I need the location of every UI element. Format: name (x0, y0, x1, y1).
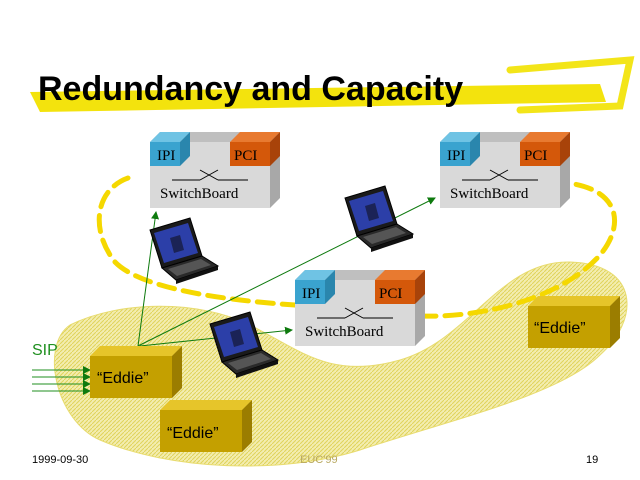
title-highlight-stroke (506, 56, 635, 114)
eddie-label: “Eddie” (534, 320, 586, 337)
laptop-icon (149, 217, 219, 285)
pci-block (520, 132, 570, 142)
footer-center: EUC'99 (300, 454, 338, 466)
switchboard-name: SwitchBoard (450, 186, 529, 202)
page-number: 19 (586, 454, 598, 466)
ipi-label: IPI (157, 148, 175, 164)
footer-date: 1999-09-30 (32, 454, 88, 466)
switchboard-name: SwitchBoard (160, 186, 239, 202)
switchboard-name: SwitchBoard (305, 324, 384, 340)
eddie-label: “Eddie” (167, 425, 219, 442)
ipi-block (295, 270, 335, 280)
pci-label: PCI (524, 148, 547, 164)
title-highlight (30, 84, 606, 112)
switchboard-center: IPI PCI SwitchBoard (295, 270, 425, 346)
ipi-block (150, 132, 190, 142)
pci-label: PCI (379, 286, 402, 302)
ipi-block (440, 132, 480, 142)
redundancy-ring (96, 175, 617, 319)
eddie-label: “Eddie” (97, 370, 149, 387)
pci-block (375, 270, 425, 280)
ipi-label: IPI (447, 148, 465, 164)
sip-label: SIP (32, 342, 58, 359)
laptop-icon (344, 185, 414, 253)
eddie-box: “Eddie” (90, 346, 182, 398)
switch-symbol (317, 307, 393, 319)
eddie-box: “Eddie” (528, 296, 620, 348)
ipi-label: IPI (302, 286, 320, 302)
pci-label: PCI (234, 148, 257, 164)
sip-arrows (32, 366, 91, 395)
slide-title: Redundancy and Capacity (38, 70, 463, 108)
switch-symbol (172, 169, 248, 181)
eddie-box: “Eddie” (160, 400, 252, 452)
switchboard-top-right: IPI PCI SwitchBoard (440, 132, 570, 208)
switchboard-top-left: IPI PCI SwitchBoard (150, 132, 280, 208)
pci-block (230, 132, 280, 142)
switch-symbol (462, 169, 538, 181)
